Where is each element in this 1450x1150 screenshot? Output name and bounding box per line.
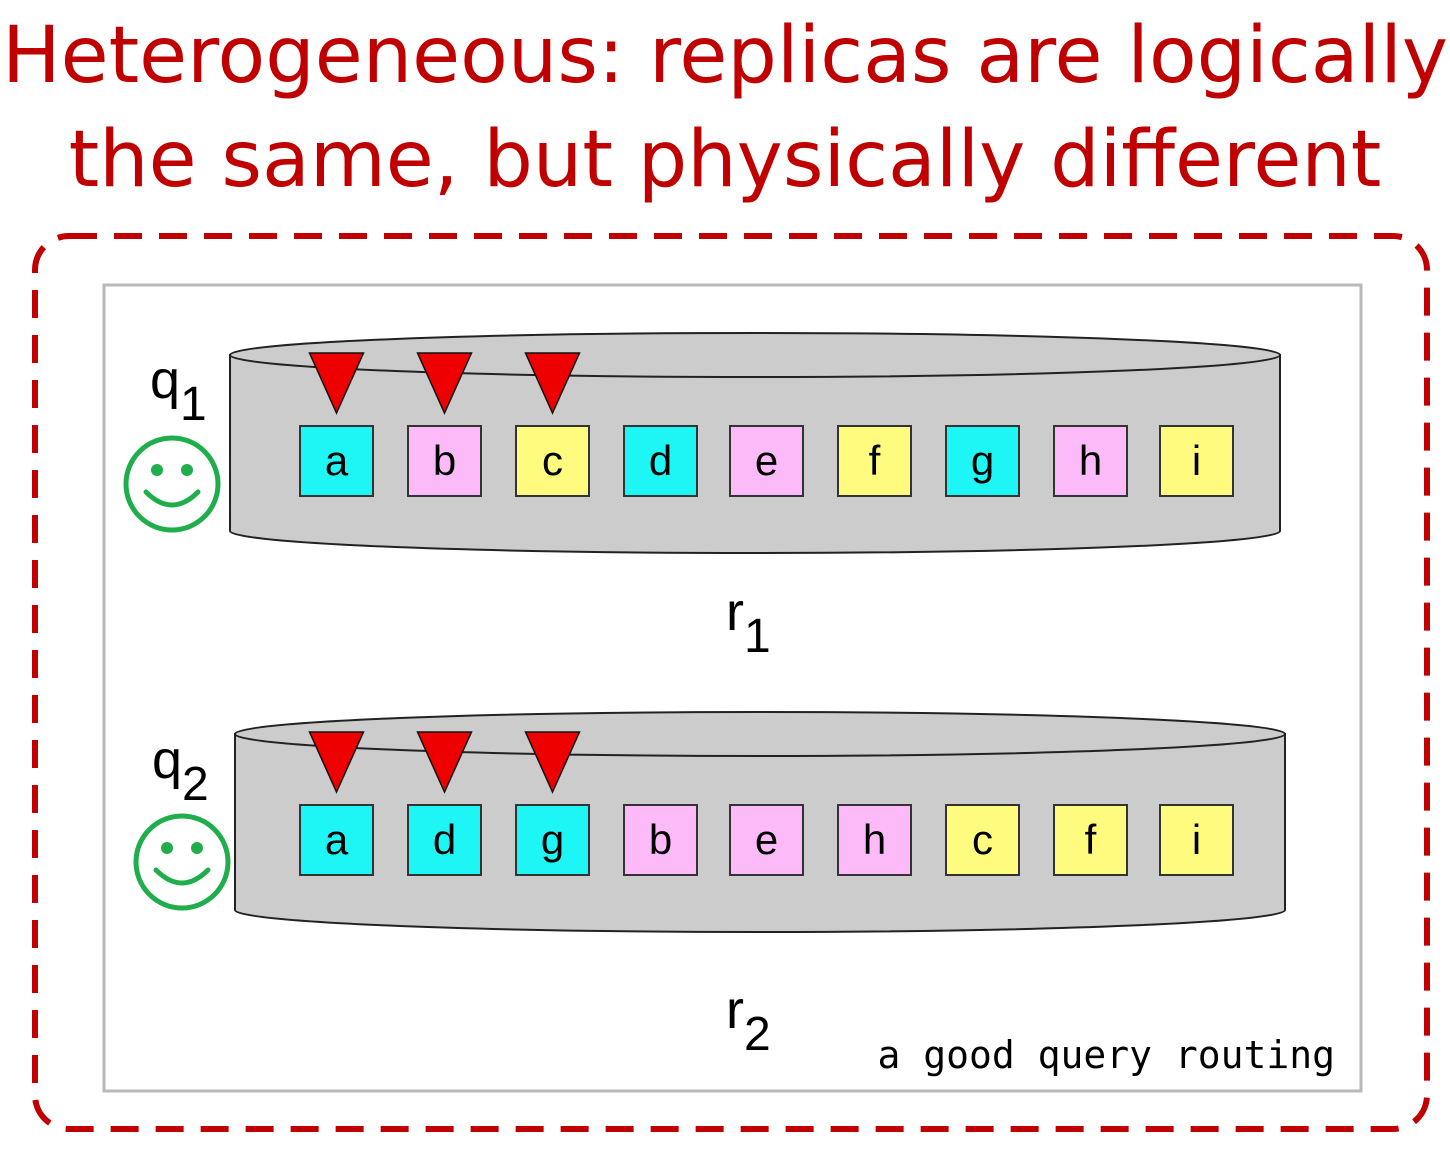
cell-label: e <box>755 816 778 863</box>
cell-f <box>837 425 912 497</box>
cell-label: h <box>863 816 886 863</box>
access-marker <box>308 352 365 415</box>
title-line-2: the same, but physically different <box>68 115 1382 205</box>
cell-i <box>1159 804 1234 876</box>
cell-c <box>515 425 590 497</box>
cell-g <box>515 804 590 876</box>
cylinder-top <box>229 332 1281 378</box>
cell-e <box>729 804 804 876</box>
cell-label: b <box>433 437 456 484</box>
cell-label: b <box>649 816 672 863</box>
cell-h <box>1053 425 1128 497</box>
cell-label: a <box>325 437 349 484</box>
cell-label: i <box>1192 437 1201 484</box>
cell-f <box>1053 804 1128 876</box>
cell-d <box>407 804 482 876</box>
cell-label: g <box>541 816 564 863</box>
smiley-icon <box>133 813 231 911</box>
cell-b <box>623 804 698 876</box>
access-marker <box>524 352 581 415</box>
replica-label: r2 <box>726 980 771 1061</box>
cell-label: i <box>1192 816 1201 863</box>
cell-label: e <box>755 437 778 484</box>
cell-label: c <box>542 437 563 484</box>
access-marker <box>308 731 365 794</box>
caption: a good query routing <box>877 1033 1335 1077</box>
smiley-icon <box>123 435 221 533</box>
cell-label: d <box>433 816 456 863</box>
cell-a <box>299 425 374 497</box>
cell-label: f <box>869 437 881 484</box>
cell-i <box>1159 425 1234 497</box>
access-marker <box>416 352 473 415</box>
cell-label: g <box>971 437 994 484</box>
access-marker <box>416 731 473 794</box>
cylinder-top <box>234 711 1286 757</box>
cell-h <box>837 804 912 876</box>
cell-b <box>407 425 482 497</box>
access-marker <box>524 731 581 794</box>
cell-g <box>945 425 1020 497</box>
cell-label: c <box>972 816 993 863</box>
cell-c <box>945 804 1020 876</box>
cell-label: a <box>325 816 349 863</box>
title-line-1: Heterogeneous: replicas are logically <box>1 11 1449 101</box>
cell-e <box>729 425 804 497</box>
cell-label: d <box>649 437 672 484</box>
cell-label: f <box>1085 816 1097 863</box>
cell-label: h <box>1079 437 1102 484</box>
slide-title: Heterogeneous: replicas are logically th… <box>0 4 1450 212</box>
cell-a <box>299 804 374 876</box>
cell-d <box>623 425 698 497</box>
